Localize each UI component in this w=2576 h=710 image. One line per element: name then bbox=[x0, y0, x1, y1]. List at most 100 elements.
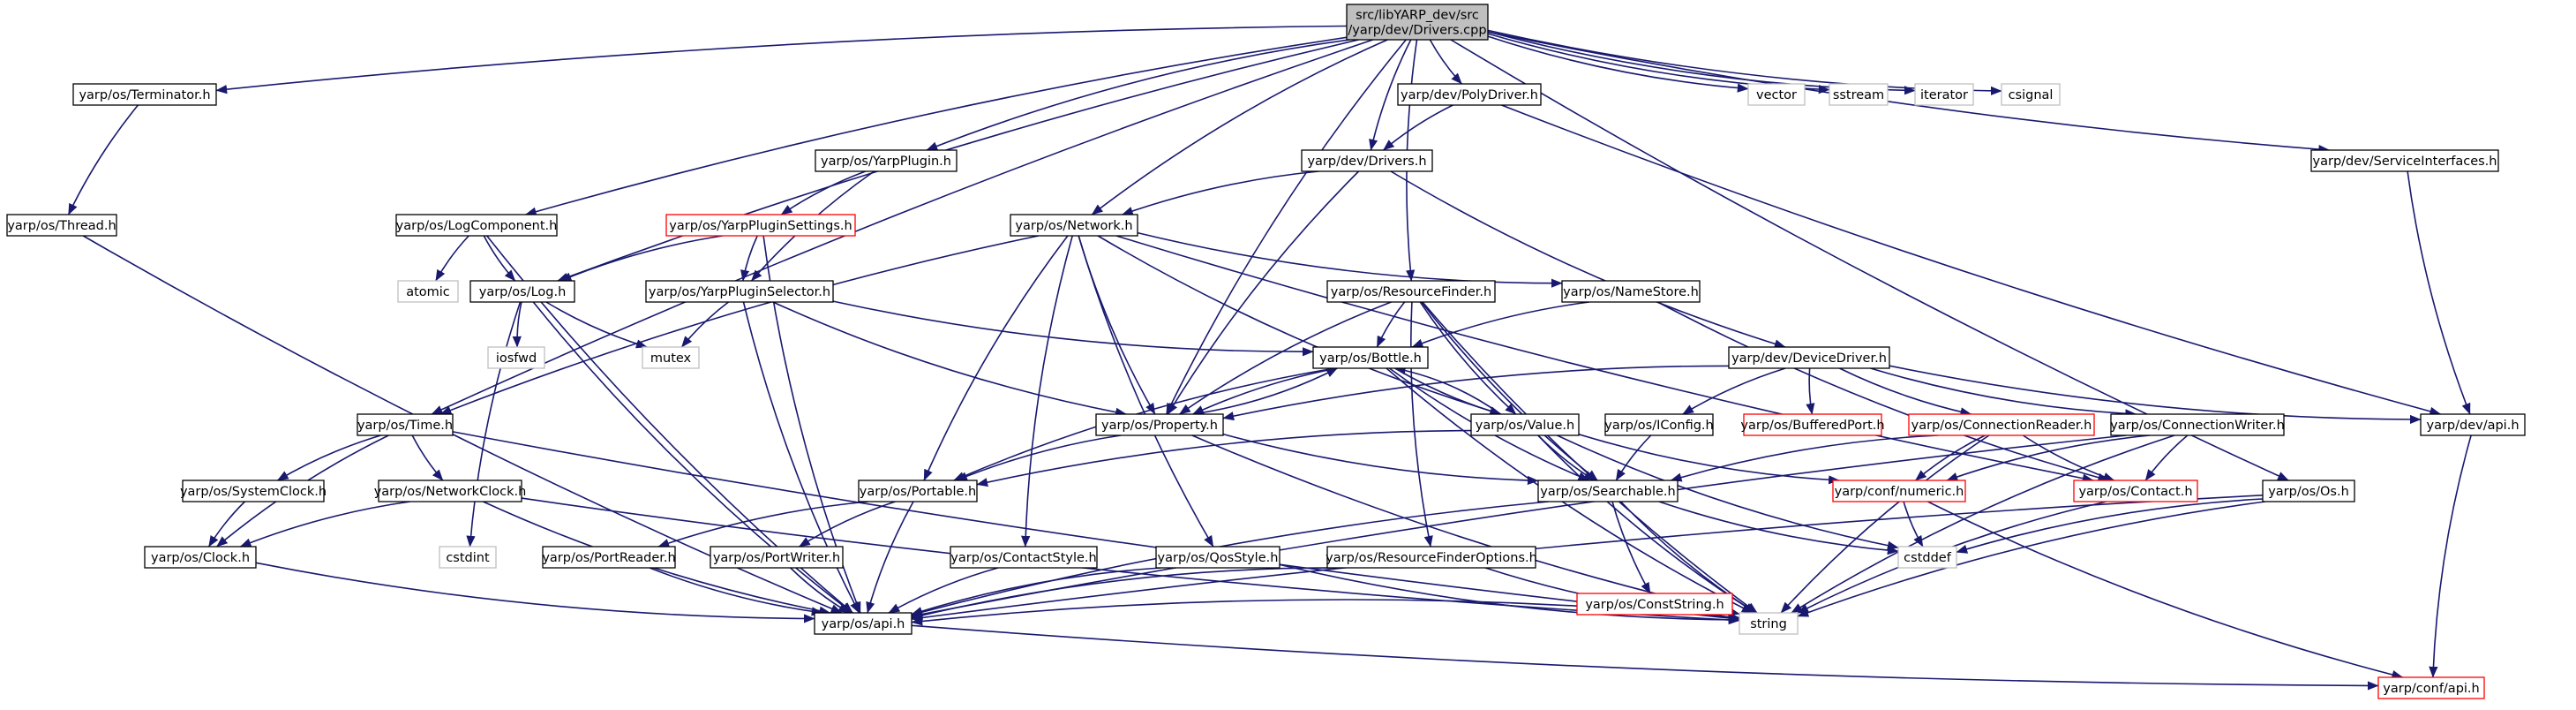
edge-portable-to-osapi bbox=[866, 501, 914, 614]
node-box bbox=[395, 214, 558, 237]
node-yarp-os-time-h[interactable]: yarp/os/Time.h bbox=[357, 413, 454, 436]
node-mutex[interactable]: mutex bbox=[642, 346, 700, 369]
node-label: csignal bbox=[2009, 88, 2054, 102]
node-box bbox=[1155, 546, 1280, 569]
node-yarp-os-logcomponent-h[interactable]: yarp/os/LogComponent.h bbox=[395, 214, 558, 237]
edge-root-to-serviceinterfaces bbox=[1487, 31, 2331, 155]
node-yarp-os-qosstyle-h[interactable]: yarp/os/QosStyle.h bbox=[1155, 546, 1280, 569]
node-yarp-dev-api-h[interactable]: yarp/dev/api.h bbox=[2420, 413, 2526, 436]
node-yarp-os-network-h[interactable]: yarp/os/Network.h bbox=[1010, 214, 1138, 237]
node-yarp-os-value-h[interactable]: yarp/os/Value.h bbox=[1470, 413, 1580, 436]
node-box bbox=[1897, 546, 1957, 569]
node-yarp-os-thread-h[interactable]: yarp/os/Thread.h bbox=[6, 214, 117, 237]
node-label: mutex bbox=[650, 351, 692, 366]
node-src-libyarp-dev-src-yarp-dev-drivers-cpp[interactable]: src/libYARP_dev/src/yarp/dev/Drivers.cpp bbox=[1346, 4, 1489, 41]
edge-yarppluginselector-to-bottle bbox=[832, 300, 1314, 357]
node-yarp-os-resourcefinderoptions-h[interactable]: yarp/os/ResourceFinderOptions.h bbox=[1326, 546, 1537, 569]
node-box bbox=[357, 413, 454, 436]
node-csignal[interactable]: csignal bbox=[2001, 83, 2061, 106]
node-iosfwd[interactable]: iosfwd bbox=[487, 346, 545, 369]
edge-os-to-cstddef bbox=[1956, 498, 2264, 554]
edge-namestore-to-bottle bbox=[1411, 301, 1589, 348]
edge-root-to-drivers bbox=[1369, 39, 1412, 151]
edge-root-to-terminator bbox=[215, 25, 1348, 94]
node-yarp-os-yarpplugin-h[interactable]: yarp/os/YarpPlugin.h bbox=[815, 149, 958, 172]
node-box bbox=[439, 546, 497, 569]
node-yarp-conf-api-h[interactable]: yarp/conf/api.h bbox=[2377, 676, 2485, 699]
node-label: yarp/os/ConnectionReader.h bbox=[1911, 419, 2092, 433]
node-yarp-os-contactstyle-h[interactable]: yarp/os/ContactStyle.h bbox=[950, 546, 1098, 569]
node-cstddef[interactable]: cstddef bbox=[1897, 546, 1957, 569]
edge-resourcefinderoptions-to-osapi bbox=[911, 567, 1341, 620]
node-yarp-os-yarppluginselector-h[interactable]: yarp/os/YarpPluginSelector.h bbox=[645, 280, 834, 303]
edge-connectionreader-to-searchable bbox=[1670, 434, 1939, 482]
node-yarp-conf-numeric-h[interactable]: yarp/conf/numeric.h bbox=[1832, 480, 1966, 502]
node-sstream[interactable]: sstream bbox=[1829, 83, 1889, 106]
edge-connectionwriter-to-osapi bbox=[911, 434, 2127, 619]
node-yarp-os-portable-h[interactable]: yarp/os/Portable.h bbox=[858, 480, 978, 502]
edge-root-to-polydriver bbox=[1429, 39, 1462, 85]
edge-drivers-to-property bbox=[1167, 170, 1360, 415]
node-label: yarp/dev/PolyDriver.h bbox=[1401, 88, 1538, 102]
node-yarp-dev-devicedriver-h[interactable]: yarp/dev/DeviceDriver.h bbox=[1728, 346, 1890, 369]
node-box bbox=[1537, 480, 1679, 502]
edge-property-to-portable bbox=[956, 434, 1122, 481]
edge-yarppluginselector-to-property bbox=[772, 301, 1127, 417]
node-yarp-os-property-h[interactable]: yarp/os/Property.h bbox=[1095, 413, 1224, 436]
node-label: atomic bbox=[406, 285, 450, 299]
edge-serviceinterfaces-to-devapi bbox=[2407, 170, 2471, 415]
node-yarp-os-contact-h[interactable]: yarp/os/Contact.h bbox=[2073, 480, 2198, 502]
edge-osapi-to-confapi bbox=[911, 624, 2379, 691]
node-label: yarp/os/NetworkClock.h bbox=[374, 485, 527, 499]
node-label: yarp/os/NameStore.h bbox=[1563, 285, 1699, 299]
node-yarp-os-portwriter-h[interactable]: yarp/os/PortWriter.h bbox=[710, 546, 844, 569]
node-atomic[interactable]: atomic bbox=[397, 280, 459, 303]
node-label: yarp/os/Bottle.h bbox=[1319, 351, 1422, 366]
edge-property-to-string bbox=[1191, 434, 1740, 616]
node-yarp-os-yarppluginsettings-h[interactable]: yarp/os/YarpPluginSettings.h bbox=[665, 214, 856, 237]
node-yarp-dev-drivers-h[interactable]: yarp/dev/Drivers.h bbox=[1301, 149, 1433, 172]
node-yarp-os-conststring-h[interactable]: yarp/os/ConstString.h bbox=[1576, 593, 1733, 616]
edge-connectionwriter-to-string bbox=[1791, 434, 2175, 614]
node-label: yarp/os/ResourceFinderOptions.h bbox=[1326, 551, 1537, 565]
node-label: yarp/os/IConfig.h bbox=[1604, 419, 1713, 433]
edge-searchable-to-osapi bbox=[911, 501, 1549, 617]
node-yarp-os-resourcefinder-h[interactable]: yarp/os/ResourceFinder.h bbox=[1326, 280, 1496, 303]
node-label: yarp/os/Portable.h bbox=[860, 485, 976, 499]
node-yarp-os-os-h[interactable]: yarp/os/Os.h bbox=[2262, 480, 2355, 502]
node-box bbox=[2310, 149, 2499, 172]
node-box bbox=[1326, 546, 1536, 569]
edge-devicedriver-to-bufferedport bbox=[1806, 367, 1815, 415]
node-label: yarp/os/YarpPluginSettings.h bbox=[669, 219, 852, 233]
node-yarp-os-systemclock-h[interactable]: yarp/os/SystemClock.h bbox=[180, 480, 327, 502]
node-yarp-dev-serviceinterfaces-h[interactable]: yarp/dev/ServiceInterfaces.h bbox=[2310, 149, 2499, 172]
node-yarp-os-bufferedport-h[interactable]: yarp/os/BufferedPort.h bbox=[1740, 413, 1885, 436]
edge-value-to-bottle bbox=[1393, 366, 1501, 415]
node-string[interactable]: string bbox=[1739, 612, 1799, 635]
node-box bbox=[2420, 413, 2526, 436]
edge-clock-to-osapi bbox=[255, 562, 815, 623]
node-iterator[interactable]: iterator bbox=[1914, 83, 1974, 106]
nodes-layer: src/libYARP_dev/src/yarp/dev/Drivers.cpp… bbox=[6, 4, 2526, 699]
edge-network-to-contact bbox=[1115, 235, 2094, 483]
node-yarp-os-networkclock-h[interactable]: yarp/os/NetworkClock.h bbox=[374, 480, 527, 502]
node-yarp-os-searchable-h[interactable]: yarp/os/Searchable.h bbox=[1537, 480, 1679, 502]
node-yarp-os-connectionreader-h[interactable]: yarp/os/ConnectionReader.h bbox=[1908, 413, 2095, 436]
node-label: sstream bbox=[1833, 88, 1884, 102]
node-yarp-os-terminator-h[interactable]: yarp/os/Terminator.h bbox=[72, 83, 217, 106]
node-yarp-os-namestore-h[interactable]: yarp/os/NameStore.h bbox=[1561, 280, 1701, 303]
node-yarp-os-clock-h[interactable]: yarp/os/Clock.h bbox=[144, 546, 257, 569]
node-yarp-dev-polydriver-h[interactable]: yarp/dev/PolyDriver.h bbox=[1397, 83, 1542, 106]
node-vector[interactable]: vector bbox=[1747, 83, 1806, 106]
edge-polydriver-to-devapi bbox=[1501, 104, 2442, 416]
edge-yarppluginsettings-to-yarppluginselector bbox=[740, 235, 758, 282]
node-yarp-os-iconfig-h[interactable]: yarp/os/IConfig.h bbox=[1604, 413, 1714, 436]
node-yarp-os-api-h[interactable]: yarp/os/api.h bbox=[814, 612, 912, 635]
node-cstdint[interactable]: cstdint bbox=[439, 546, 497, 569]
node-yarp-os-bottle-h[interactable]: yarp/os/Bottle.h bbox=[1312, 346, 1429, 369]
edge-resourcefinder-to-property bbox=[1179, 301, 1392, 415]
node-yarp-os-log-h[interactable]: yarp/os/Log.h bbox=[469, 280, 575, 303]
node-yarp-os-portreader-h[interactable]: yarp/os/PortReader.h bbox=[542, 546, 676, 569]
node-box bbox=[665, 214, 856, 237]
node-yarp-os-connectionwriter-h[interactable]: yarp/os/ConnectionWriter.h bbox=[2110, 413, 2285, 436]
